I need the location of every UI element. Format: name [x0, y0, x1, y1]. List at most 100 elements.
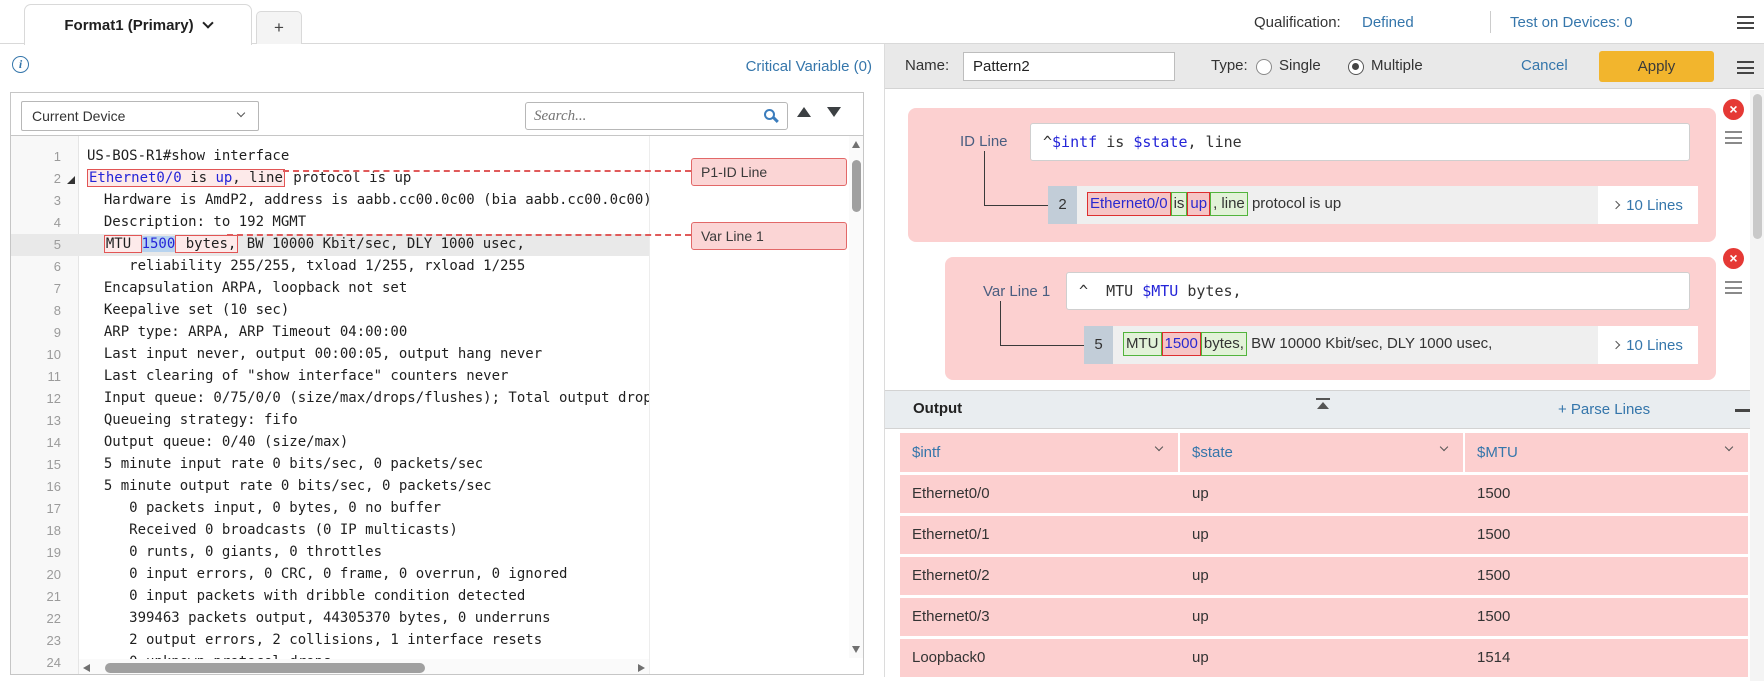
- table-cell: 1500: [1465, 475, 1748, 513]
- top-menu-icon[interactable]: [1737, 16, 1754, 29]
- close-var-line-button[interactable]: ×: [1723, 248, 1744, 269]
- fold-marker-icon[interactable]: [67, 176, 75, 184]
- code-line-18[interactable]: 18 Received 0 broadcasts (0 IP multicast…: [11, 520, 849, 542]
- code-line-14[interactable]: 14 Output queue: 0/40 (size/max): [11, 432, 849, 454]
- chevron-right-icon: [1612, 341, 1620, 349]
- code-line-13[interactable]: 13 Queueing strategy: fifo: [11, 410, 849, 432]
- var-line-options-icon[interactable]: [1725, 281, 1742, 294]
- code-text: Queueing strategy: fifo: [87, 410, 649, 432]
- chevron-down-icon[interactable]: [1155, 443, 1163, 451]
- scroll-left-icon[interactable]: [83, 664, 90, 672]
- vertical-scroll-thumb[interactable]: [852, 160, 861, 212]
- column-header-intf[interactable]: $intf: [900, 433, 1180, 472]
- code-line-17[interactable]: 17 0 packets input, 0 bytes, 0 no buffer: [11, 498, 849, 520]
- chevron-down-icon[interactable]: [1440, 443, 1448, 451]
- id-line-connector-dash: [283, 170, 691, 172]
- var-line-match-row: 5 MTU1500bytes, BW 10000 Kbit/sec, DLY 1…: [1084, 326, 1698, 364]
- right-scroll-thumb[interactable]: [1753, 94, 1762, 239]
- id-line-match-row: 2 Ethernet0/0isup, line protocol is up 1…: [1048, 186, 1698, 224]
- line-number: 1: [11, 146, 61, 168]
- var-line-pattern-input[interactable]: ^ MTU $MTU bytes,: [1066, 272, 1690, 310]
- search-input[interactable]: [526, 103, 758, 129]
- code-line-21[interactable]: 21 0 input packets with dribble conditio…: [11, 586, 849, 608]
- table-row: Ethernet0/0up1500: [900, 475, 1748, 513]
- device-select[interactable]: Current Device: [21, 101, 259, 131]
- match-token: Ethernet0/0: [1087, 192, 1171, 216]
- code-line-20[interactable]: 20 0 input errors, 0 CRC, 0 frame, 0 ove…: [11, 564, 849, 586]
- column-header-state[interactable]: $state: [1180, 433, 1465, 472]
- right-panel-scrollbar[interactable]: [1750, 90, 1764, 681]
- p1-id-line-label[interactable]: P1-ID Line: [691, 158, 847, 186]
- table-cell: up: [1180, 557, 1465, 595]
- chevron-down-icon[interactable]: [1725, 443, 1733, 451]
- pattern-menu-icon[interactable]: [1737, 61, 1754, 74]
- var-line-1-label[interactable]: Var Line 1: [691, 222, 847, 250]
- minimize-output-icon[interactable]: [1735, 409, 1750, 412]
- code-line-10[interactable]: 10 Last input never, output 00:00:05, ou…: [11, 344, 849, 366]
- code-line-8[interactable]: 8 Keepalive set (10 sec): [11, 300, 849, 322]
- code-line-6[interactable]: 6 reliability 255/255, txload 1/255, rxl…: [11, 256, 849, 278]
- var-line-lines-link[interactable]: 10 Lines: [1598, 326, 1698, 364]
- table-cell: Ethernet0/2: [900, 557, 1180, 595]
- panel-divider: [884, 44, 885, 677]
- radio-multiple[interactable]: [1348, 59, 1364, 75]
- code-line-22[interactable]: 22 399463 packets output, 44305370 bytes…: [11, 608, 849, 630]
- code-text: 0 runts, 0 giants, 0 throttles: [87, 542, 649, 564]
- find-next-button[interactable]: [827, 107, 841, 117]
- output-table: $intf$state$MTU Ethernet0/0up1500Etherne…: [900, 433, 1748, 677]
- search-icon[interactable]: [764, 109, 775, 120]
- line-number: 7: [11, 278, 61, 300]
- name-label: Name:: [905, 57, 949, 74]
- qualification-value-link[interactable]: Defined: [1362, 14, 1414, 31]
- line-number: 13: [11, 410, 61, 432]
- search-box: [525, 102, 788, 130]
- connector-line: [1000, 301, 1001, 345]
- scroll-right-icon[interactable]: [638, 664, 645, 672]
- close-id-line-button[interactable]: ×: [1723, 99, 1744, 120]
- horizontal-scrollbar[interactable]: [79, 659, 649, 674]
- code-line-12[interactable]: 12 Input queue: 0/75/0/0 (size/max/drops…: [11, 388, 849, 410]
- code-line-9[interactable]: 9 ARP type: ARPA, ARP Timeout 04:00:00: [11, 322, 849, 344]
- plus-icon: +: [274, 18, 284, 38]
- radio-single[interactable]: [1256, 59, 1272, 75]
- code-text: 399463 packets output, 44305370 bytes, 0…: [87, 608, 649, 630]
- scroll-down-icon[interactable]: [852, 646, 860, 653]
- tab-format1-primary[interactable]: Format1 (Primary): [24, 4, 252, 45]
- line-number: 17: [11, 498, 61, 520]
- info-icon[interactable]: i: [12, 56, 29, 73]
- connector-line: [984, 205, 1048, 206]
- sample-text-panel: Current Device 1US-BOS-R1#show interface…: [10, 92, 864, 675]
- critical-variable-link[interactable]: Critical Variable (0): [620, 58, 872, 75]
- match-line-number: 5: [1084, 326, 1113, 364]
- id-line-pattern-input[interactable]: ^$intf is $state, line: [1030, 123, 1690, 161]
- code-line-11[interactable]: 11 Last clearing of "show interface" cou…: [11, 366, 849, 388]
- id-line-lines-link[interactable]: 10 Lines: [1598, 186, 1698, 224]
- code-line-3[interactable]: 3 Hardware is AmdP2, address is aabb.cc0…: [11, 190, 849, 212]
- code-line-7[interactable]: 7 Encapsulation ARPA, loopback not set: [11, 278, 849, 300]
- chevron-down-icon: [237, 109, 245, 117]
- line-number: 3: [11, 190, 61, 212]
- pattern-name-input[interactable]: [963, 52, 1175, 81]
- scroll-up-icon[interactable]: [852, 141, 860, 148]
- radio-multiple-label: Multiple: [1371, 57, 1423, 74]
- find-previous-button[interactable]: [797, 107, 811, 117]
- code-line-16[interactable]: 16 5 minute output rate 0 bits/sec, 0 pa…: [11, 476, 849, 498]
- horizontal-scroll-thumb[interactable]: [105, 663, 425, 673]
- add-tab-button[interactable]: +: [256, 11, 302, 44]
- code-text: Keepalive set (10 sec): [87, 300, 649, 322]
- line-number: 14: [11, 432, 61, 454]
- collapse-up-icon[interactable]: [1315, 398, 1331, 409]
- vertical-scrollbar[interactable]: [849, 136, 863, 658]
- parse-lines-link[interactable]: + Parse Lines: [1558, 401, 1650, 418]
- apply-button[interactable]: Apply: [1599, 51, 1714, 82]
- code-line-23[interactable]: 23 2 output errors, 2 collisions, 1 inte…: [11, 630, 849, 652]
- line-number: 8: [11, 300, 61, 322]
- top-divider: [1490, 11, 1491, 33]
- test-on-devices-link[interactable]: Test on Devices: 0: [1510, 14, 1633, 31]
- line-number: 23: [11, 630, 61, 652]
- code-line-15[interactable]: 15 5 minute input rate 0 bits/sec, 0 pac…: [11, 454, 849, 476]
- id-line-options-icon[interactable]: [1725, 131, 1742, 144]
- code-line-19[interactable]: 19 0 runts, 0 giants, 0 throttles: [11, 542, 849, 564]
- column-header-MTU[interactable]: $MTU: [1465, 433, 1748, 472]
- cancel-button[interactable]: Cancel: [1521, 57, 1568, 74]
